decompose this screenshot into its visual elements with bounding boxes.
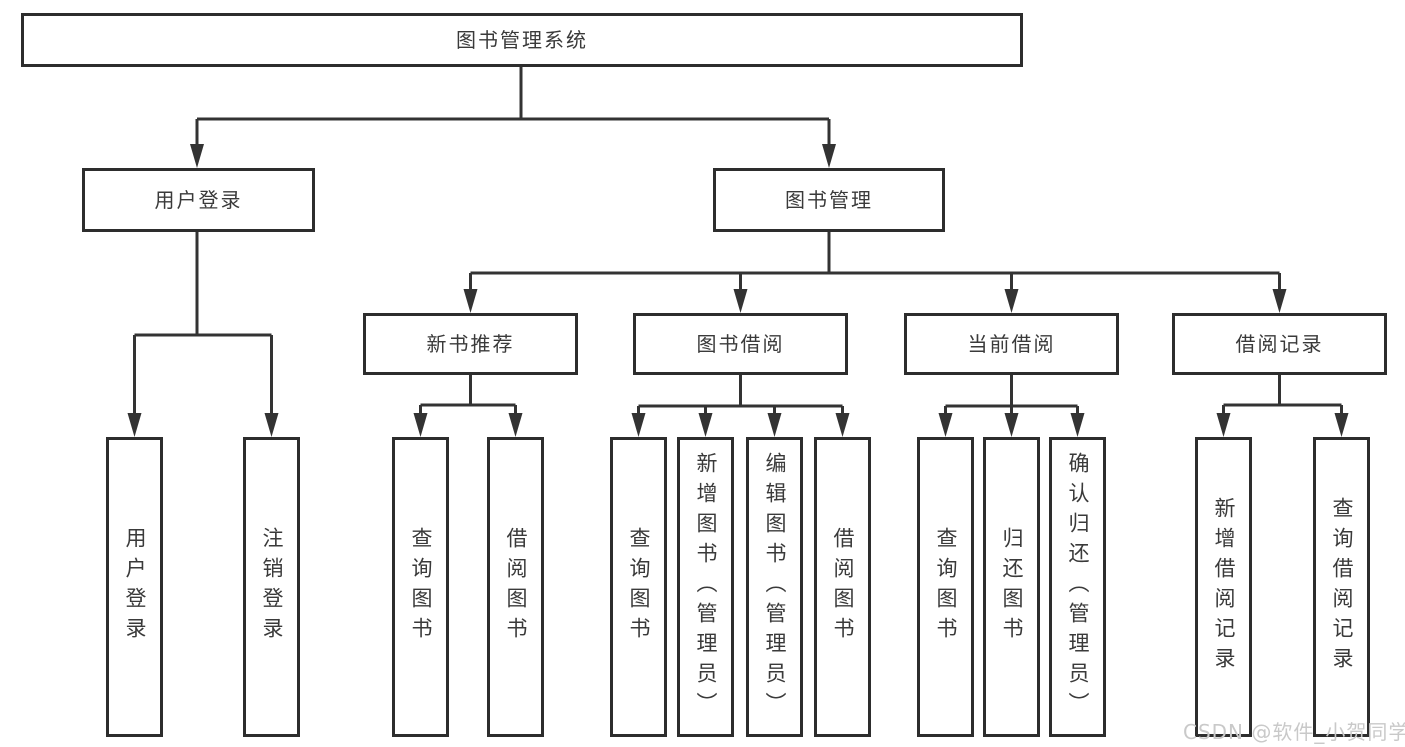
- node-label: 图书借阅: [696, 332, 785, 356]
- node-label: 当前借阅: [967, 332, 1056, 356]
- arrowhead: [1334, 413, 1349, 437]
- node-label: 查询图书: [409, 527, 433, 647]
- node-label: 用户登录: [154, 188, 243, 212]
- leaf-cb-confirm-return-admin: 确认归还（管理员）: [1049, 437, 1106, 737]
- node-label: 编辑图书（管理员）: [763, 452, 787, 722]
- node-label: 注销登录: [260, 527, 284, 647]
- node-book-management: 图书管理: [713, 168, 945, 232]
- leaf-bb-borrow-books: 借阅图书: [814, 437, 871, 737]
- node-label: 图书管理系统: [456, 28, 588, 52]
- connector-new-book-recommend-children: [413, 375, 523, 437]
- node-label: 新书推荐: [426, 332, 515, 356]
- watermark: CSDN @软件_小贺同学: [1183, 720, 1405, 744]
- leaf-bb-edit-books-admin: 编辑图书（管理员）: [746, 437, 803, 737]
- leaf-user-login: 用户登录: [106, 437, 163, 737]
- node-label: 借阅图书: [831, 527, 855, 647]
- node-label: 查询图书: [934, 527, 958, 647]
- node-current-borrow: 当前借阅: [904, 313, 1119, 375]
- node-label: 查询借阅记录: [1330, 497, 1354, 677]
- node-label: 借阅图书: [504, 527, 528, 647]
- node-label: 新增借阅记录: [1212, 497, 1236, 677]
- arrowhead: [1272, 289, 1287, 313]
- connector-book-management-sections: [463, 232, 1287, 313]
- node-borrow-records: 借阅记录: [1172, 313, 1387, 375]
- leaf-bb-add-books-admin: 新增图书（管理员）: [677, 437, 734, 737]
- connector-book-borrow-children: [631, 375, 850, 437]
- leaf-bb-query-books: 查询图书: [610, 437, 667, 737]
- leaf-br-query-borrow-record: 查询借阅记录: [1313, 437, 1370, 737]
- connector-root-to-level2: [190, 67, 836, 168]
- connector-borrow-records-children: [1216, 375, 1349, 437]
- leaf-logout: 注销登录: [243, 437, 300, 737]
- leaf-nb-query-books: 查询图书: [392, 437, 449, 737]
- arrowhead: [508, 413, 523, 437]
- arrowhead: [264, 413, 279, 437]
- arrowhead: [822, 144, 836, 168]
- node-user-login: 用户登录: [82, 168, 315, 232]
- arrowhead: [1004, 289, 1019, 313]
- arrowhead: [190, 144, 204, 168]
- arrowhead: [835, 413, 850, 437]
- arrowhead: [1070, 413, 1085, 437]
- arrowhead: [631, 413, 646, 437]
- node-label: 查询图书: [627, 527, 651, 647]
- node-label: 借阅记录: [1235, 332, 1324, 356]
- leaf-br-add-borrow-record: 新增借阅记录: [1195, 437, 1252, 737]
- leaf-cb-return-books: 归还图书: [983, 437, 1040, 737]
- arrowhead: [733, 289, 748, 313]
- arrowhead: [1004, 413, 1019, 437]
- arrowhead: [767, 413, 782, 437]
- arrowhead: [698, 413, 713, 437]
- node-label: 用户登录: [123, 527, 147, 647]
- leaf-nb-borrow-books: 借阅图书: [487, 437, 544, 737]
- connector-user-login-children: [127, 232, 279, 437]
- connector-current-borrow-children: [938, 375, 1085, 437]
- node-label: 确认归还（管理员）: [1066, 452, 1090, 722]
- node-book-borrow: 图书借阅: [633, 313, 848, 375]
- arrowhead: [463, 289, 478, 313]
- node-label: 图书管理: [785, 188, 873, 212]
- arrowhead: [413, 413, 428, 437]
- node-new-book-recommend: 新书推荐: [363, 313, 578, 375]
- arrowhead: [127, 413, 142, 437]
- node-label: 新增图书（管理员）: [694, 452, 718, 722]
- arrowhead: [938, 413, 953, 437]
- arrowhead: [1216, 413, 1231, 437]
- node-root-library-system: 图书管理系统: [21, 13, 1023, 67]
- node-label: 归还图书: [1000, 527, 1024, 647]
- leaf-cb-query-books: 查询图书: [917, 437, 974, 737]
